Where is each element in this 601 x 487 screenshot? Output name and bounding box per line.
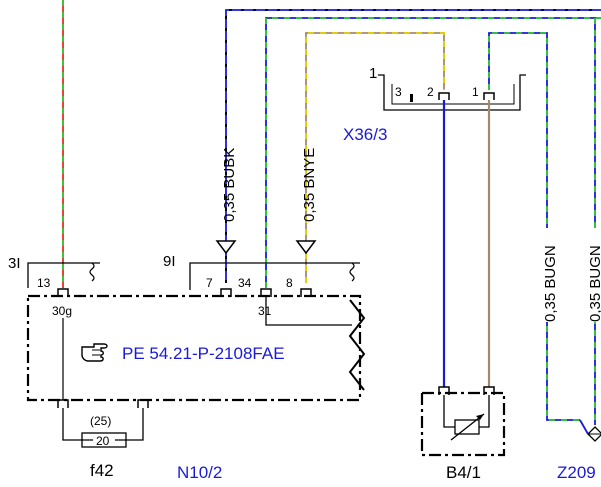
label-bugn-bg [540, 228, 558, 322]
z209-junction: Z209 [557, 419, 601, 482]
wire-arrow-bnye-icon [295, 240, 317, 255]
connector-x36: 1 3 2 1 X36/3 [343, 65, 526, 144]
fuse-rating: 20 [96, 434, 110, 448]
pin-13-socket [57, 288, 69, 297]
fuse-ref: f42 [90, 461, 114, 480]
module-link[interactable]: PE 54.21-P-2108FAE [122, 344, 285, 363]
module-bottom-pin-left [57, 399, 69, 408]
module-ref: N10/2 [177, 463, 222, 482]
label-bnye: 0,35 BNYE [301, 148, 318, 222]
x36-ref: X36/3 [343, 125, 387, 144]
fuse-rating-top: (25) [90, 414, 111, 428]
x36-number: 1 [369, 65, 377, 82]
sensor-ref: B4/1 [446, 463, 481, 482]
label-bubk: 0,35 BUBK [221, 148, 238, 222]
x36-socket-1 [483, 92, 495, 100]
sensor-pin-left [438, 386, 450, 395]
sensor-pin-right [483, 386, 495, 395]
pin-31: 31 [258, 304, 272, 318]
wire-bubk [225, 9, 601, 283]
wire-arrow-bubk-icon [215, 240, 237, 255]
pin-30g: 30g [52, 304, 72, 318]
pin-7: 7 [206, 276, 213, 290]
module-bottom-pin-right [137, 399, 149, 408]
pin-34-socket [260, 288, 272, 297]
x36-socket-2 [438, 92, 450, 100]
x36-pin-3-mark [410, 94, 413, 102]
connector-9i: 9I [163, 253, 176, 270]
x36-pin-3: 3 [395, 85, 402, 99]
wire-pin34 [265, 17, 601, 326]
x36-pin-1: 1 [472, 85, 479, 99]
wire-bnye [305, 32, 445, 283]
module-n10: 3I 13 9I 7 34 8 30g 31 PE 54.21-P-2108FA… [8, 253, 366, 482]
pin-7-socket [220, 288, 232, 297]
pointing-hand-icon[interactable] [81, 343, 108, 362]
connector-3i: 3I [8, 255, 21, 272]
pin-13: 13 [37, 276, 51, 290]
wire-bugn [488, 18, 596, 425]
x36-pin-2: 2 [427, 85, 434, 99]
label-bugn-vertical: 0,35 BUGN [542, 245, 559, 322]
pin-34: 34 [238, 276, 252, 290]
pin-8: 8 [286, 276, 293, 290]
z209-ref: Z209 [557, 463, 596, 482]
label-bugn-right: 0,35 BUGN [587, 245, 601, 322]
pin-8-socket [300, 288, 312, 297]
fuse-f42: 20 (25) f42 [62, 408, 144, 480]
sensor-b4: B4/1 [420, 386, 506, 482]
